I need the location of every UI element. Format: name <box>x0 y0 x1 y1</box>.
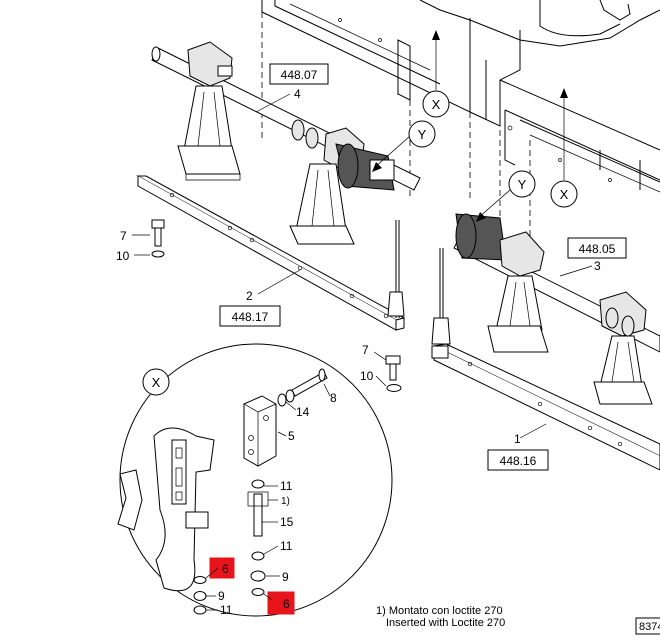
callout-8: 8 <box>330 391 337 405</box>
loctite-note-line1: 1) Montato con loctite 270 <box>376 605 503 617</box>
view-circle-x-detail: X <box>142 368 170 396</box>
highlight-box-6a <box>209 557 235 579</box>
callout-9-left: 9 <box>218 589 225 603</box>
callout-10-left: 10 <box>116 249 130 263</box>
bolt-washer-right <box>385 355 402 392</box>
svg-text:Y: Y <box>418 127 427 142</box>
bolt-washer-left <box>151 219 165 258</box>
ref-box-448-16: 448.16 <box>487 449 549 471</box>
detail-view-x <box>117 343 393 617</box>
callout-7-left: 7 <box>120 229 127 243</box>
view-circle-y-right: Y <box>508 170 536 198</box>
left-rail <box>136 175 406 331</box>
right-shaft-assembly <box>453 213 660 405</box>
leader-lines <box>132 93 593 611</box>
right-rail <box>431 248 660 471</box>
callout-11-middle: 11 <box>280 539 293 553</box>
callout-6-right: 6 <box>283 597 290 611</box>
ref-label-448-16: 448.16 <box>500 454 537 468</box>
callout-note-1: 1) <box>281 496 290 507</box>
callout-5: 5 <box>288 429 295 443</box>
view-circle-y-top: Y <box>408 120 436 148</box>
ref-box-448-07: 448.07 <box>269 63 329 85</box>
ref-box-448-05: 448.05 <box>567 237 627 259</box>
machine-frame <box>261 0 660 250</box>
callout-7-right: 7 <box>362 343 369 357</box>
drawing-number-box: 8374 <box>635 617 660 635</box>
view-arrows <box>372 30 568 222</box>
ref-box-448-17: 448.17 <box>219 305 281 327</box>
drawing-number: 8374 <box>639 621 660 633</box>
left-shaft-assembly <box>151 41 421 245</box>
callout-2: 2 <box>246 289 253 303</box>
svg-text:X: X <box>432 97 441 112</box>
callout-14: 14 <box>296 405 310 419</box>
svg-text:Y: Y <box>518 177 527 192</box>
callout-10-right: 10 <box>360 369 374 383</box>
callout-3: 3 <box>594 259 601 273</box>
callout-11-lower: 11 <box>220 603 233 617</box>
callout-15: 15 <box>280 515 294 529</box>
ref-label-448-17: 448.17 <box>232 310 269 324</box>
svg-text:X: X <box>152 375 161 390</box>
svg-text:X: X <box>560 187 569 202</box>
ref-label-448-05: 448.05 <box>579 242 616 256</box>
view-circle-x-right: X <box>550 180 578 208</box>
callout-9-right: 9 <box>282 570 289 584</box>
loctite-note-line2: Inserted with Loctite 270 <box>386 617 505 629</box>
callout-6-left: 6 <box>222 562 229 576</box>
view-circle-x-top: X <box>422 90 450 118</box>
callout-11-upper: 11 <box>280 479 293 493</box>
callout-4: 4 <box>294 87 301 101</box>
callout-1: 1 <box>514 432 521 446</box>
ref-label-448-07: 448.07 <box>281 68 318 82</box>
highlight-box-6b <box>267 591 295 615</box>
